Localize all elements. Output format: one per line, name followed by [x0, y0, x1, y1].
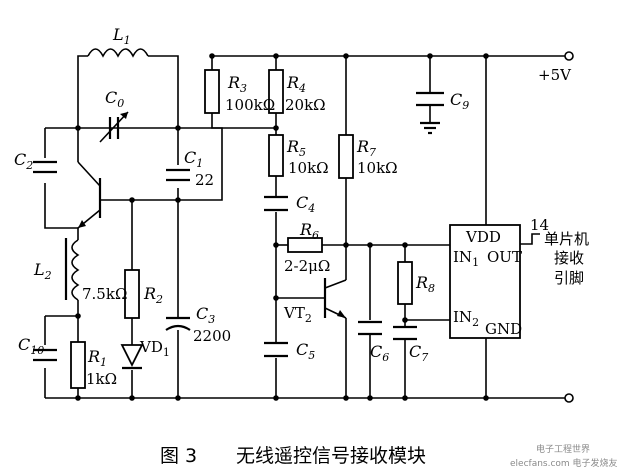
- label-C4: C4: [296, 193, 315, 215]
- transistor-VT2: [323, 278, 347, 319]
- receiver-ic: [449, 224, 521, 339]
- junction-dots: [75, 53, 489, 401]
- figure-title: 无线遥控信号接收模块: [236, 445, 426, 467]
- capacitor-C4: [264, 195, 288, 212]
- label-C2: C2: [14, 150, 33, 172]
- mcu-note-line1: 单片机: [544, 230, 589, 248]
- wires: [44, 55, 565, 399]
- label-VT2: VT2: [283, 304, 312, 325]
- resistor-R3: [204, 69, 220, 114]
- mcu-note-line2: 接收: [554, 249, 584, 267]
- label-R1: R1: [87, 347, 107, 369]
- capacitor-C2: [33, 160, 57, 174]
- value-C1: 22: [195, 171, 214, 189]
- capacitor-C3: [165, 316, 191, 331]
- capacitor-C7: [393, 325, 417, 341]
- resistor-R5: [268, 134, 284, 177]
- label-R8: R8: [415, 273, 435, 295]
- diode-VD1: [120, 344, 144, 370]
- inductor-L1: [87, 48, 149, 58]
- watermark-line1: 电子工程世界: [536, 443, 590, 455]
- ground-symbol-icon: [420, 121, 440, 135]
- capacitor-C1: [166, 168, 190, 182]
- ic-in2-label: IN2: [453, 308, 479, 329]
- label-C6: C6: [370, 342, 389, 364]
- capacitor-C9: [416, 91, 444, 107]
- label-C7: C7: [409, 342, 428, 364]
- label-C3: C3: [196, 304, 215, 326]
- inductor-L2: [71, 239, 80, 301]
- label-L1: L1: [112, 25, 131, 47]
- label-R4: R4: [286, 73, 306, 95]
- capacitor-C10: [33, 348, 57, 362]
- capacitor-C6: [358, 320, 382, 336]
- label-R3: R3: [227, 73, 247, 95]
- value-R7: 10kΩ: [357, 159, 398, 177]
- label-C10: C10: [18, 335, 44, 357]
- resistor-R8: [397, 261, 413, 305]
- label-C1: C1: [184, 148, 203, 170]
- label-R7: R7: [356, 137, 376, 159]
- label-VD1: VD1: [139, 338, 170, 359]
- label-C5: C5: [296, 340, 315, 362]
- figure-number: 图 3: [160, 445, 197, 467]
- resistor-R4: [268, 69, 284, 114]
- ground-terminal-icon: [564, 393, 574, 403]
- capacitor-C0: [99, 111, 129, 143]
- mcu-note-line3: 引脚: [554, 269, 584, 287]
- ic-out-label: OUT: [487, 248, 522, 266]
- ic-gnd-label: GND: [485, 320, 522, 338]
- value-R4: 20kΩ: [285, 96, 326, 114]
- resistor-R2: [124, 269, 140, 319]
- resistor-R6: [287, 237, 323, 253]
- supply-terminal-icon: [564, 51, 574, 61]
- value-R1: 1kΩ: [86, 370, 117, 388]
- label-R6: R6: [299, 220, 319, 242]
- value-R6: 2-2μΩ: [284, 257, 330, 275]
- ic-vdd-label: VDD: [465, 228, 501, 246]
- resistor-R1: [70, 341, 86, 389]
- transistor-VT1: [77, 161, 102, 229]
- value-R5: 10kΩ: [288, 159, 329, 177]
- supply-label: +5V: [538, 66, 572, 84]
- value-L2: 7.5kΩ: [82, 285, 127, 303]
- resistor-R7: [338, 134, 354, 179]
- label-R2: R2: [143, 284, 163, 306]
- label-C9: C9: [450, 90, 469, 112]
- ic-in1-label: IN1: [453, 248, 479, 269]
- label-L2: L2: [33, 260, 52, 282]
- watermark-line2: elecfans.com 电子发烧友: [510, 457, 618, 469]
- value-C3: 2200: [193, 327, 231, 345]
- pin-number: 14: [530, 216, 549, 234]
- label-C0: C0: [105, 88, 124, 110]
- label-R5: R5: [286, 137, 306, 159]
- capacitor-C5: [264, 341, 288, 358]
- value-R3: 100kΩ: [225, 96, 275, 114]
